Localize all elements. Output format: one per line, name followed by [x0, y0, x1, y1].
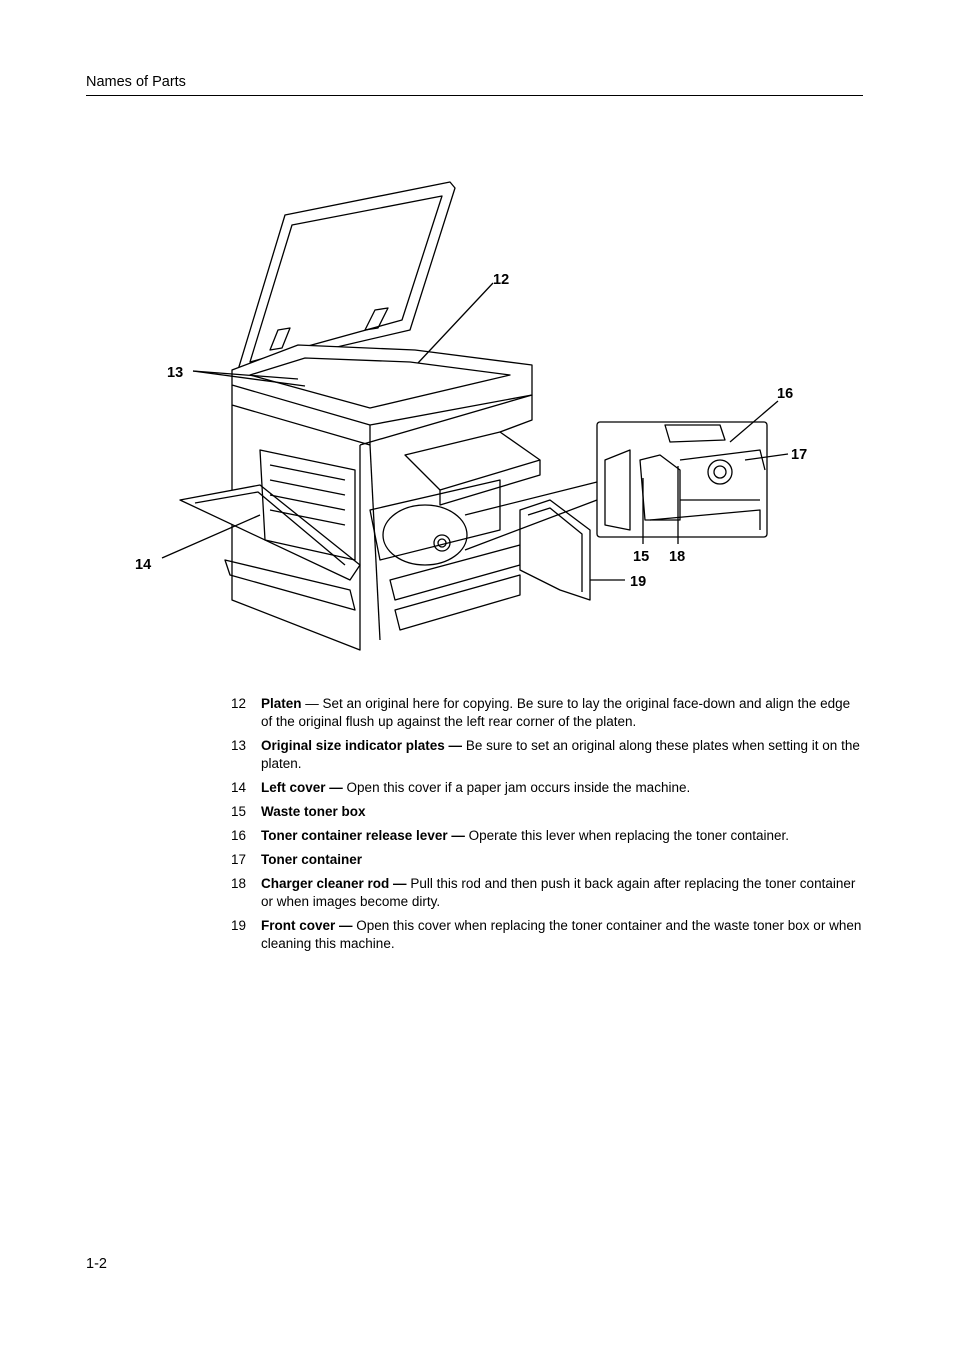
part-item-17: 17 Toner container	[231, 851, 864, 869]
callout-16: 16	[777, 386, 793, 402]
part-term: Toner container release lever —	[261, 828, 465, 843]
part-text: Open this cover when replacing the toner…	[261, 918, 862, 951]
part-term: Waste toner box	[261, 804, 366, 819]
callout-15: 15	[633, 549, 649, 565]
part-term: Original size indicator plates —	[261, 738, 463, 753]
copier-illustration: 12 13 14 15 16 17 18 19	[120, 170, 820, 670]
part-item-12: 12 Platen — Set an original here for cop…	[231, 695, 864, 731]
detail-inset	[596, 421, 768, 538]
page-number: 1-2	[86, 1256, 107, 1272]
leader-13b	[192, 370, 299, 380]
leader-16	[729, 400, 779, 443]
front-cover	[519, 499, 591, 601]
part-item-18: 18 Charger cleaner rod — Pull this rod a…	[231, 875, 864, 911]
leader-12	[417, 282, 494, 364]
copier-diagram: 12 13 14 15 16 17 18 19	[135, 181, 807, 651]
part-term: Front cover —	[261, 918, 353, 933]
part-text: Pull this rod and then push it back agai…	[261, 876, 856, 909]
document-cover	[237, 181, 456, 371]
platen	[231, 344, 533, 426]
part-item-19: 19 Front cover — Open this cover when re…	[231, 917, 864, 953]
callout-13: 13	[167, 365, 183, 381]
part-number: 17	[231, 852, 247, 867]
part-item-15: 15 Waste toner box	[231, 803, 864, 821]
parts-description-list: 12 Platen — Set an original here for cop…	[231, 695, 864, 959]
callout-12: 12	[493, 272, 509, 288]
part-item-13: 13 Original size indicator plates — Be s…	[231, 737, 864, 773]
page-header-title: Names of Parts	[86, 74, 186, 90]
callout-17: 17	[791, 447, 807, 463]
callout-18: 18	[669, 549, 685, 565]
leader-13a	[192, 370, 306, 387]
part-text: Set an original here for copying. Be sur…	[261, 696, 851, 729]
part-separator: —	[301, 696, 323, 711]
part-number: 16	[231, 828, 247, 843]
part-number: 14	[231, 780, 247, 795]
part-number: 18	[231, 876, 247, 891]
callout-14: 14	[135, 557, 151, 573]
leader-14	[161, 514, 261, 559]
part-number: 19	[231, 918, 247, 933]
part-term: Left cover —	[261, 780, 343, 795]
header-rule	[86, 95, 863, 96]
part-text: Be sure to set an original along these p…	[261, 738, 860, 771]
part-text: Operate this lever when replacing the to…	[468, 828, 790, 843]
callout-19: 19	[630, 574, 646, 590]
left-cover	[179, 484, 361, 581]
part-item-14: 14 Left cover — Open this cover if a pap…	[231, 779, 864, 797]
leader-17	[744, 453, 789, 461]
part-number: 12	[231, 696, 247, 711]
part-term: Toner container	[261, 852, 363, 867]
part-term: Platen	[261, 696, 302, 711]
part-number: 13	[231, 738, 247, 753]
part-item-16: 16 Toner container release lever — Opera…	[231, 827, 864, 845]
part-term: Charger cleaner rod —	[261, 876, 407, 891]
part-text: Open this cover if a paper jam occurs in…	[346, 780, 691, 795]
part-number: 15	[231, 804, 247, 819]
